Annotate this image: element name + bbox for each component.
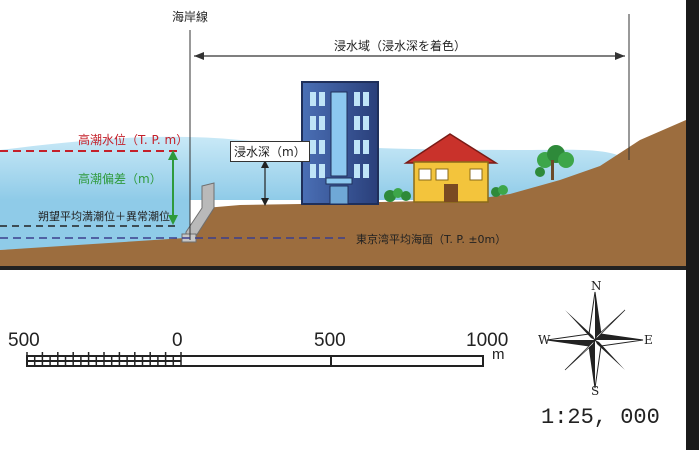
scale-unit: m bbox=[492, 346, 505, 363]
scale-label-left: 500 bbox=[8, 330, 40, 351]
ground bbox=[0, 120, 686, 268]
compass-west: W bbox=[538, 333, 551, 347]
compass-east: E bbox=[644, 333, 653, 347]
deep-sea-water bbox=[0, 200, 190, 250]
surge-arrow-head-top bbox=[168, 150, 178, 160]
scale-label-zero: 0 bbox=[172, 330, 183, 351]
compass-rose-icon bbox=[546, 291, 644, 389]
scale-ratio: 1:25, 000 bbox=[541, 405, 660, 430]
depth-arrow-head-top bbox=[261, 160, 269, 168]
coastline-label: 海岸線 bbox=[172, 10, 209, 24]
inundation-area-label: 浸水域（浸水深を着色） bbox=[330, 37, 471, 54]
surge-label: 高潮偏差（m） bbox=[78, 172, 162, 186]
depth-arrow-head-bottom bbox=[261, 198, 269, 206]
arrow-head-left bbox=[194, 52, 204, 60]
surge-arrow-head-bottom bbox=[168, 215, 178, 225]
office-building bbox=[301, 81, 379, 205]
diagram-bottom-border bbox=[0, 266, 686, 270]
compass-north: N bbox=[591, 279, 602, 293]
diagram-canvas bbox=[0, 14, 686, 268]
scale-label-right: 1000 bbox=[466, 330, 509, 351]
depth-label: 浸水深（m） bbox=[230, 141, 310, 162]
scale-label-mid: 500 bbox=[314, 330, 346, 351]
high-water-label: 高潮水位（T. P. m） bbox=[78, 133, 189, 147]
inundation-diagram: 海岸線 浸水域（浸水深を着色） 高潮水位（T. P. m） 高潮偏差（m） 朔望… bbox=[0, 10, 686, 268]
right-edge-bar bbox=[686, 0, 699, 450]
compass-south: S bbox=[591, 384, 600, 398]
mean-sea-level-label: 東京湾平均海面（T. P. ±0m） bbox=[356, 233, 507, 246]
shrubs bbox=[384, 145, 574, 202]
house bbox=[403, 133, 499, 203]
scale-bar-graphic bbox=[26, 352, 484, 367]
tide-level-label: 朔望平均満潮位＋異常潮位 bbox=[38, 210, 170, 223]
arrow-head-right bbox=[615, 52, 625, 60]
